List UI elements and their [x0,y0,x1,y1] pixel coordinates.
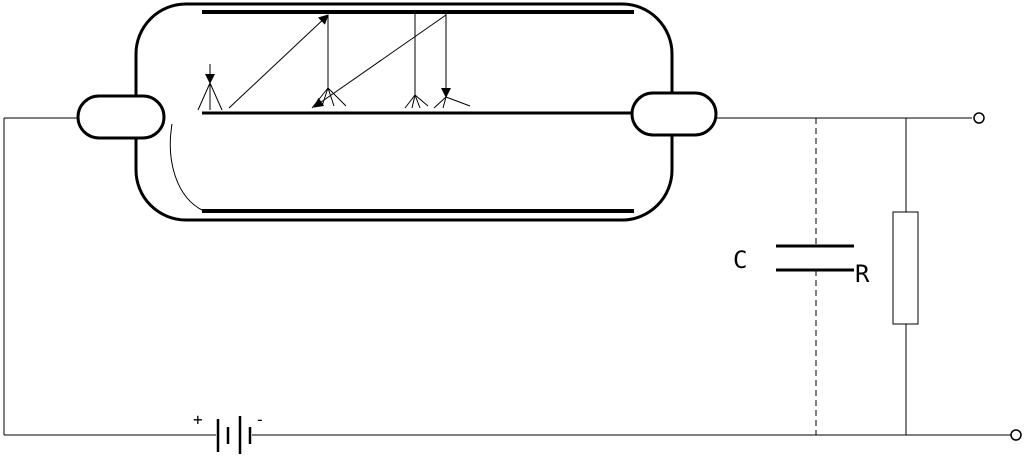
capacitor-label: C [733,246,747,274]
battery [216,416,252,454]
ionization-tracks [197,13,471,111]
left-insulator [76,94,166,140]
battery-minus-label: - [255,410,265,429]
output-terminal-bottom [1010,429,1022,441]
cathode-lead [169,123,205,212]
circuit-wires [3,117,1012,436]
capacitor [776,244,854,272]
output-terminal-top [973,112,985,124]
resistor [892,211,919,325]
resistor-label: R [855,260,870,288]
right-insulator [630,91,718,137]
battery-plus-label: + [193,410,203,429]
